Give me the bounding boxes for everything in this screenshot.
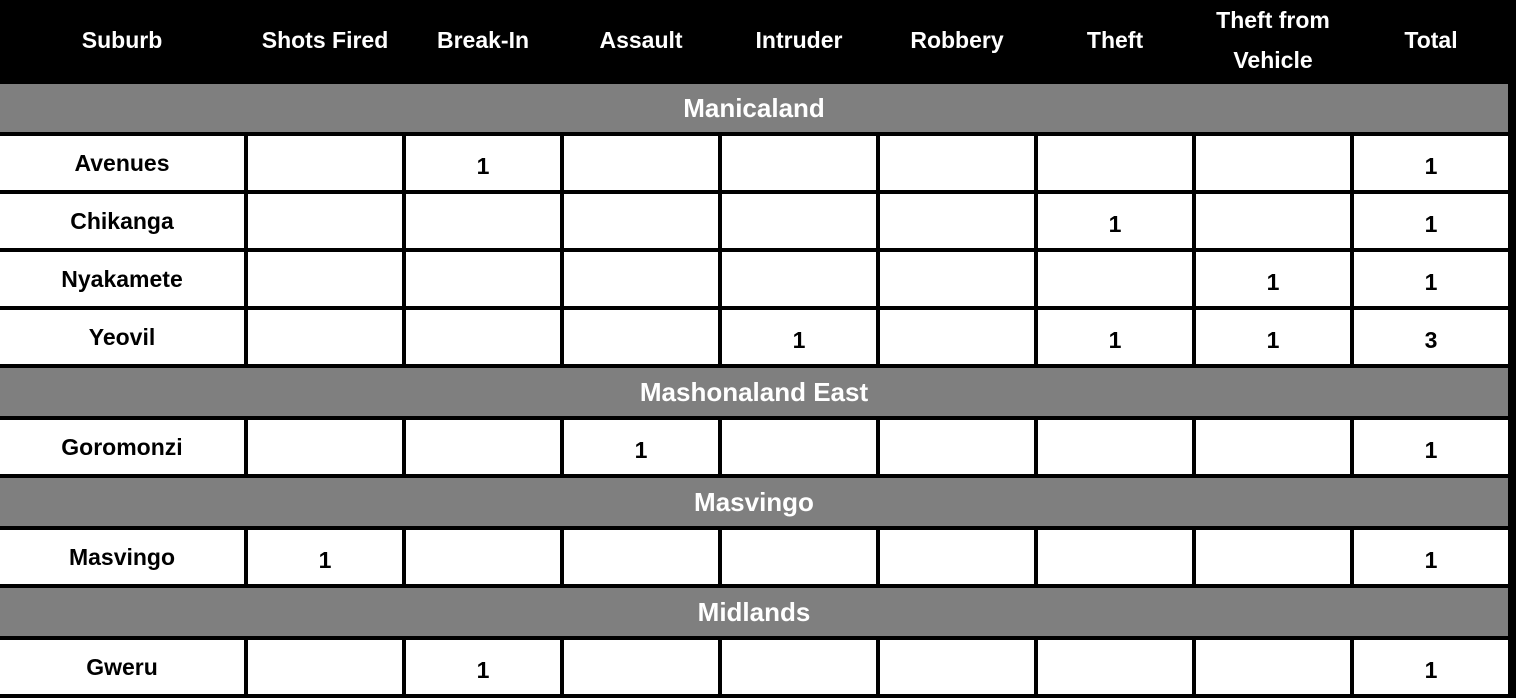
- header-row: Suburb Shots Fired Break-In Assault Intr…: [0, 0, 1508, 80]
- region-label: Midlands: [0, 588, 1508, 636]
- column-header-assault: Assault: [564, 0, 718, 80]
- count-cell: [1196, 194, 1350, 248]
- suburb-cell: Gweru: [0, 640, 244, 694]
- count-cell: [1196, 420, 1350, 474]
- count-cell: [1038, 640, 1192, 694]
- count-cell: [722, 194, 876, 248]
- table-row: Chikanga 1 1: [0, 194, 1508, 248]
- total-cell: 1: [1354, 420, 1508, 474]
- region-label: Mashonaland East: [0, 368, 1508, 416]
- count-cell: [880, 640, 1034, 694]
- suburb-cell: Chikanga: [0, 194, 244, 248]
- suburb-cell: Masvingo: [0, 530, 244, 584]
- column-header-shots-fired: Shots Fired: [248, 0, 402, 80]
- count-cell: [722, 136, 876, 190]
- count-cell: [248, 310, 402, 364]
- count-cell: [248, 136, 402, 190]
- count-cell: 1: [406, 136, 560, 190]
- suburb-cell: Nyakamete: [0, 252, 244, 306]
- suburb-cell: Yeovil: [0, 310, 244, 364]
- region-row: Midlands: [0, 588, 1508, 636]
- total-cell: 1: [1354, 530, 1508, 584]
- total-cell: 1: [1354, 640, 1508, 694]
- count-cell: [248, 420, 402, 474]
- region-label: Masvingo: [0, 478, 1508, 526]
- count-cell: 1: [1038, 194, 1192, 248]
- count-cell: 1: [1038, 310, 1192, 364]
- region-row: Manicaland: [0, 84, 1508, 132]
- count-cell: [1196, 136, 1350, 190]
- column-header-total: Total: [1354, 0, 1508, 80]
- count-cell: [406, 310, 560, 364]
- count-cell: [406, 252, 560, 306]
- count-cell: [880, 310, 1034, 364]
- count-cell: [564, 252, 718, 306]
- count-cell: [1196, 640, 1350, 694]
- table-row: Avenues 1 1: [0, 136, 1508, 190]
- total-cell: 3: [1354, 310, 1508, 364]
- column-header-break-in: Break-In: [406, 0, 560, 80]
- count-cell: [1038, 252, 1192, 306]
- suburb-cell: Goromonzi: [0, 420, 244, 474]
- region-row: Masvingo: [0, 478, 1508, 526]
- total-cell: 1: [1354, 252, 1508, 306]
- count-cell: 1: [406, 640, 560, 694]
- count-cell: [880, 530, 1034, 584]
- count-cell: 1: [248, 530, 402, 584]
- count-cell: 1: [1196, 252, 1350, 306]
- count-cell: [248, 252, 402, 306]
- total-cell: 1: [1354, 136, 1508, 190]
- count-cell: [564, 136, 718, 190]
- column-header-suburb: Suburb: [0, 0, 244, 80]
- count-cell: [722, 420, 876, 474]
- column-header-theft: Theft: [1038, 0, 1192, 80]
- count-cell: [564, 310, 718, 364]
- count-cell: [880, 194, 1034, 248]
- count-cell: [1196, 530, 1350, 584]
- suburb-cell: Avenues: [0, 136, 244, 190]
- column-header-intruder: Intruder: [722, 0, 876, 80]
- count-cell: [880, 252, 1034, 306]
- table-row: Goromonzi 1 1: [0, 420, 1508, 474]
- count-cell: [406, 420, 560, 474]
- count-cell: 1: [564, 420, 718, 474]
- count-cell: [564, 194, 718, 248]
- table-header: Suburb Shots Fired Break-In Assault Intr…: [0, 0, 1508, 80]
- count-cell: [1038, 420, 1192, 474]
- count-cell: [1038, 530, 1192, 584]
- count-cell: 1: [1196, 310, 1350, 364]
- count-cell: [406, 194, 560, 248]
- count-cell: [406, 530, 560, 584]
- column-header-theft-from-vehicle: Theft from Vehicle: [1196, 0, 1350, 80]
- count-cell: [248, 640, 402, 694]
- total-cell: 1: [1354, 194, 1508, 248]
- count-cell: [880, 420, 1034, 474]
- table-row: Gweru 1 1: [0, 640, 1508, 694]
- count-cell: [564, 640, 718, 694]
- column-header-robbery: Robbery: [880, 0, 1034, 80]
- count-cell: [248, 194, 402, 248]
- count-cell: 1: [722, 310, 876, 364]
- count-cell: [722, 252, 876, 306]
- count-cell: [722, 640, 876, 694]
- count-cell: [880, 136, 1034, 190]
- region-label: Manicaland: [0, 84, 1508, 132]
- count-cell: [722, 530, 876, 584]
- region-row: Mashonaland East: [0, 368, 1508, 416]
- count-cell: [564, 530, 718, 584]
- count-cell: [1038, 136, 1192, 190]
